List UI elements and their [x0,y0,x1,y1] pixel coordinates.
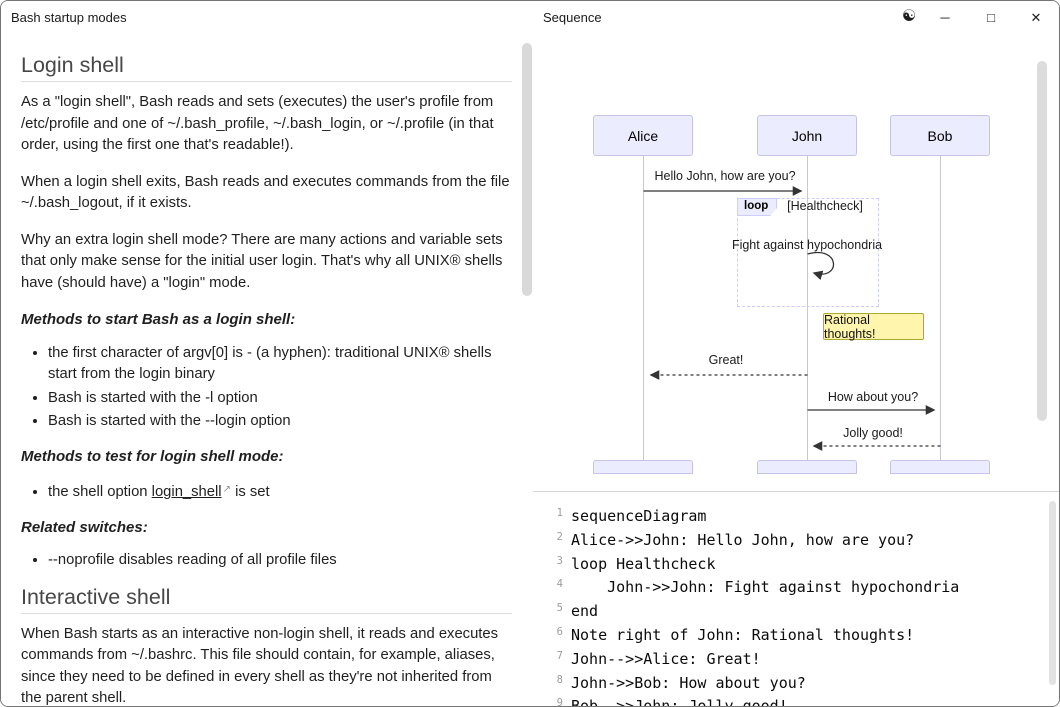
code-text: Alice->>John: Hello John, how are you? [571,530,915,549]
right-document-title: Sequence [543,10,602,25]
line-number: 2 [556,530,563,543]
list-item: Bash is started with the --login option [48,411,512,433]
titlebar: Bash startup modes Sequence ☯ ─ □ ✕ [1,1,1059,33]
list-item: Bash is started with the -l option [48,388,512,410]
external-link-icon: ↗ [222,484,231,495]
list-item: the first character of argv[0] is - (a h… [48,343,512,386]
loop-condition-label: [Healthcheck] [787,199,863,213]
heading-methods-start: Methods to start Bash as a login shell: [21,311,296,328]
document-content: Login shell As a "login shell", Bash rea… [1,53,533,706]
document-pane: Login shell As a "login shell", Bash rea… [1,33,533,706]
code-editor-pane[interactable]: 1 sequenceDiagram 2 Alice->>John: Hello Jo… [533,491,1059,706]
arrow-self-loop [807,251,835,281]
code-text: John->>John: Fight against hypochondria [571,578,960,597]
code-text: end [571,602,599,621]
document-scrollbar-thumb[interactable] [522,43,532,296]
heading-methods-test: Methods to test for login shell mode: [21,447,284,465]
actor-box-john: John [757,115,857,156]
actor-bottom-box-alice [593,460,693,474]
line-number: 8 [556,673,563,686]
actor-bottom-box-john [757,460,857,474]
heading-login-shell: Login shell [21,53,512,82]
minimize-button[interactable]: ─ [933,6,957,28]
code-line[interactable]: 2 Alice->>John: Hello John, how are you? [533,529,1059,553]
code-text: loop Healthcheck [571,554,716,573]
bullet-test-suffix: is set [230,484,270,500]
loop-label: loop [737,198,778,216]
maximize-button[interactable]: □ [979,6,1003,28]
line-number: 3 [556,554,563,567]
code-line[interactable]: 9Bob-->>John: Jolly good! [533,695,1059,706]
paragraph-login-2: When a login shell exits, Bash reads and… [21,173,510,212]
line-number: 5 [556,602,563,615]
message-label-fight: Fight against hypochondria [731,238,883,252]
code-text: John-->>Alice: Great! [571,649,761,668]
code-line[interactable]: 7 John-->>Alice: Great! [533,648,1059,672]
line-number: 6 [556,625,563,638]
loop-frame [737,198,879,307]
maximize-icon: □ [987,9,995,25]
theme-toggle-button[interactable]: ☯ [897,6,921,28]
code-line[interactable]: 8 John->>Bob: How about you? [533,672,1059,696]
code-line[interactable]: 5 end [533,600,1059,624]
actor-bottom-box-bob [890,460,990,474]
minimize-icon: ─ [940,9,950,25]
sequence-diagram-svg [643,156,941,460]
paragraph-interactive-1: When Bash starts as an interactive non-l… [21,625,499,707]
code-line[interactable]: 6 Note right of John: Rational thoughts! [533,624,1059,648]
code-line[interactable]: 3 loop Healthcheck [533,553,1059,577]
code-text: Bob-->>John: Jolly good! [563,695,788,706]
paragraph-login-1: As a "login shell", Bash reads and sets … [21,94,494,153]
left-document-title: Bash startup modes [11,10,127,25]
bullet-list-related: --noprofile disables reading of all prof… [21,550,512,572]
heading-interactive-shell: Interactive shell [21,585,512,614]
bullet-list-start: the first character of argv[0] is - (a h… [21,343,512,433]
code-text: Note right of John: Rational thoughts! [571,625,915,644]
list-item: the shell option login_shell↗ is set [48,479,512,504]
code-line[interactable]: 1 sequenceDiagram [533,505,1059,529]
close-icon: ✕ [1030,9,1042,25]
message-label-great: Great! [708,353,744,367]
code-scrollbar-thumb[interactable] [1049,501,1056,685]
actor-box-alice: Alice [593,115,693,156]
close-button[interactable]: ✕ [1024,6,1048,28]
message-label-jolly-good: Jolly good! [843,426,903,440]
list-item: --noprofile disables reading of all prof… [48,550,512,572]
code-text: sequenceDiagram [571,507,707,525]
heading-related-switches: Related switches: [21,518,148,536]
code-text: John->>Bob: How about you? [571,673,806,692]
line-number: 1 [556,507,563,519]
paragraph-login-3: Why an extra login shell mode? There are… [21,231,503,291]
code-line[interactable]: 4 John->>John: Fight against hypochondri… [533,576,1059,600]
message-label-hello: Hello John, how are you? [654,169,796,183]
line-number: 7 [556,649,563,662]
bullet-list-test: the shell option login_shell↗ is set [21,479,512,504]
note-box: Rational thoughts! [823,313,924,341]
line-number: 4 [556,578,563,591]
bullet-test-prefix: the shell option [48,484,152,500]
message-label-how-about: How about you? [827,390,919,404]
actor-box-bob: Bob [890,115,990,156]
line-number: 9 [556,697,563,706]
login-shell-link[interactable]: login_shell [151,484,222,500]
yin-yang-icon: ☯ [901,8,917,25]
diagram-pane: Alice John Bob Hello John, how are you? … [533,33,1059,491]
diagram-scrollbar-thumb[interactable] [1037,61,1047,421]
